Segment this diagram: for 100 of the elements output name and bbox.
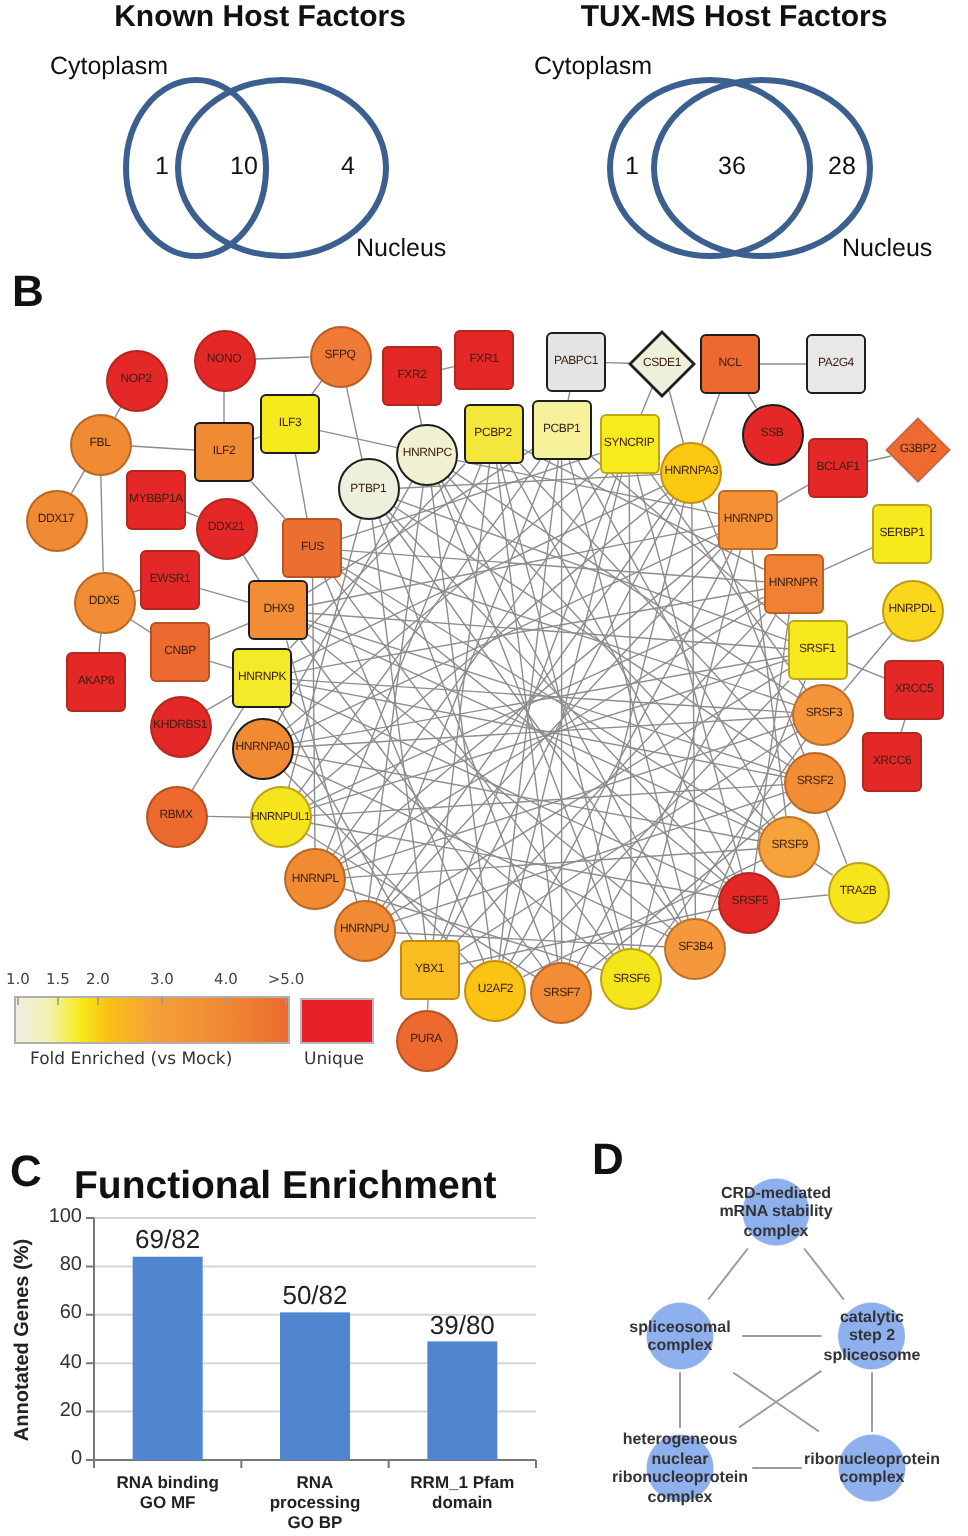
interaction-line	[308, 612, 789, 650]
interaction-line	[308, 449, 533, 593]
interaction-line	[568, 502, 685, 964]
interaction-line	[522, 448, 764, 570]
interaction-line	[509, 548, 733, 964]
interaction-line	[341, 452, 600, 540]
value-label: 50/82	[282, 1282, 348, 1309]
interaction-line	[668, 390, 685, 444]
category-label: RRM_1 Pfam domain	[408, 1472, 517, 1512]
value-label: 39/80	[429, 1311, 495, 1338]
interaction-line	[291, 682, 786, 778]
axis-title: Annotated Genes (%)	[14, 1237, 34, 1441]
interaction-line	[289, 463, 466, 649]
connector-line	[707, 1248, 749, 1300]
interaction-line	[276, 480, 413, 723]
interaction-line	[292, 753, 761, 842]
interaction-line	[341, 549, 764, 583]
count-label: 4	[341, 154, 355, 182]
interaction-line	[310, 822, 721, 898]
tick-label: 80	[59, 1256, 82, 1277]
legend-label: Unique	[304, 1052, 364, 1071]
interaction-line	[650, 473, 807, 691]
interaction-line	[441, 365, 455, 371]
interaction-line	[390, 668, 789, 916]
interaction-line	[285, 468, 600, 730]
value-label: 69/82	[135, 1226, 201, 1253]
interaction-line	[289, 761, 669, 937]
interaction-line	[132, 589, 141, 593]
count-label: 36	[718, 154, 746, 182]
connector-line	[679, 1372, 681, 1428]
tick-label: 40	[59, 1353, 82, 1374]
interaction-line	[759, 363, 807, 365]
interaction-line	[375, 459, 551, 904]
interaction-line	[308, 634, 673, 930]
interaction-line	[426, 999, 429, 1010]
interaction-line	[70, 470, 86, 494]
interaction-line	[308, 524, 719, 606]
interaction-line	[590, 455, 789, 626]
interaction-line	[291, 701, 609, 961]
interaction-line	[393, 791, 787, 923]
interaction-line	[291, 678, 794, 714]
interaction-line	[344, 888, 603, 971]
tick-label: 0	[70, 1450, 82, 1470]
interaction-line	[417, 405, 423, 425]
interaction-line	[753, 613, 790, 873]
interaction-line	[308, 596, 764, 806]
interaction-line	[706, 680, 806, 921]
legend-label: Fold Enriched (vs Mock)	[30, 1052, 233, 1071]
panel-letter: D	[592, 1136, 624, 1185]
connector-line	[803, 1248, 845, 1300]
set-label: Nucleus	[356, 236, 447, 264]
interaction-line	[457, 613, 766, 942]
tick-label: 20	[59, 1401, 82, 1422]
interaction-line	[640, 387, 653, 415]
interaction-line	[747, 393, 757, 409]
count-label: 10	[230, 154, 258, 182]
interaction-line	[638, 548, 742, 951]
panel-letter: B	[12, 268, 44, 317]
interaction-line	[341, 566, 765, 831]
interaction-line	[324, 577, 485, 963]
tick-label: 60	[59, 1304, 82, 1325]
interaction-line	[378, 518, 552, 966]
interaction-line	[311, 380, 323, 395]
interaction-line	[384, 548, 721, 910]
interaction-line	[344, 723, 796, 871]
interaction-line	[300, 640, 544, 970]
interaction-line	[367, 484, 424, 902]
interaction-line	[340, 601, 764, 865]
interaction-line	[371, 519, 427, 942]
interaction-line	[289, 533, 719, 737]
interaction-line	[291, 485, 665, 665]
interaction-line	[398, 473, 662, 489]
interaction-line	[388, 511, 730, 881]
category-label: RNA binding GO MF	[114, 1472, 221, 1512]
interaction-line	[394, 932, 666, 948]
interaction-line	[250, 481, 286, 519]
tick-label: 100	[48, 1208, 82, 1228]
interaction-line	[206, 694, 233, 711]
interaction-line	[206, 815, 251, 818]
interaction-line	[458, 730, 799, 952]
interaction-line	[814, 863, 833, 876]
interaction-line	[846, 662, 885, 679]
count-label: 1	[155, 154, 169, 182]
set-label: Nucleus	[842, 236, 933, 264]
set-label: Cytoplasm	[49, 54, 168, 82]
interaction-line	[209, 622, 250, 641]
connector-line	[742, 1335, 822, 1337]
interaction-line	[283, 770, 475, 969]
panel-letter: C	[10, 1148, 42, 1197]
connector-line	[871, 1372, 873, 1432]
interaction-line	[309, 659, 789, 810]
interaction-line	[98, 632, 102, 653]
interaction-line	[691, 503, 697, 919]
interaction-line	[777, 484, 809, 504]
chart-title: Functional Enrichment	[74, 1168, 497, 1207]
interaction-line	[516, 680, 790, 969]
interaction-line	[846, 621, 885, 639]
interaction-line	[456, 459, 719, 515]
interaction-line	[292, 655, 789, 745]
interaction-line	[522, 859, 763, 978]
